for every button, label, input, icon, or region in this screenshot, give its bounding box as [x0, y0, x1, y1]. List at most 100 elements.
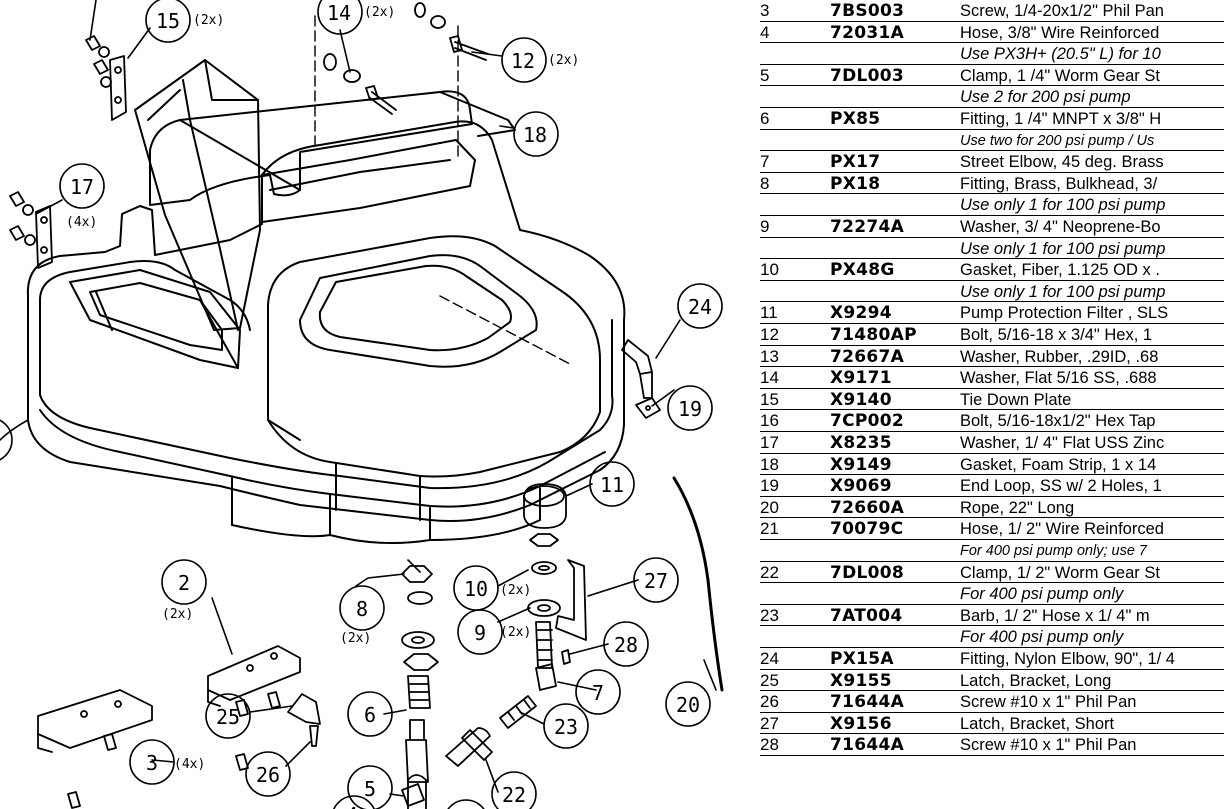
part-number: X9140: [830, 389, 892, 410]
row-divider: [760, 150, 1224, 152]
part-number: PX48G: [830, 260, 895, 281]
callout-qty-12: (2x): [548, 53, 579, 68]
part-number: 71644A: [830, 692, 905, 713]
row-divider: [760, 366, 1224, 368]
row-divider: [760, 582, 1224, 584]
callout-label-14: 14: [327, 1, 351, 25]
item-number: 19: [760, 476, 779, 496]
row-divider: [760, 193, 1224, 195]
part-description: Clamp, 1 /4" Worm Gear St: [960, 66, 1160, 85]
part-description: Washer, Rubber, .29ID, .68: [960, 347, 1159, 366]
row-divider: [760, 711, 1224, 713]
part-description: Hose, 1/ 2" Wire Reinforced: [960, 520, 1164, 539]
callout-label-4: 4: [346, 803, 358, 809]
item-number: 21: [760, 519, 779, 539]
callout-label-2: 2: [178, 571, 190, 595]
row-divider: [760, 409, 1224, 411]
callout-qty-9: (2x): [500, 625, 531, 640]
item-number: 10: [760, 260, 779, 280]
part-description: Bolt, 5/16-18 x 3/4" Hex, 1: [960, 326, 1153, 344]
row-divider: [760, 517, 1224, 519]
part-description: Pump Protection Filter , SLS: [960, 304, 1169, 323]
part-number: 7CP002: [830, 411, 905, 432]
part-description: Tie Down Plate: [960, 390, 1072, 409]
usage-note: For 400 psi pump only: [960, 585, 1124, 604]
item-number: 5: [760, 65, 770, 85]
callout-qty-3: (4x): [174, 757, 205, 772]
callout-label-28: 28: [614, 633, 638, 657]
callout-label-25: 25: [216, 705, 240, 729]
item-number: 25: [760, 670, 779, 690]
item-number: 8: [760, 173, 770, 193]
callout-label-5: 5: [364, 777, 376, 801]
part-number: PX17: [830, 152, 881, 173]
row-divider: [760, 301, 1224, 303]
callout-label-7: 7: [592, 681, 604, 705]
part-number: 7AT004: [830, 605, 903, 626]
row-divider: [760, 474, 1224, 476]
row-divider: [760, 236, 1224, 238]
item-number: 28: [760, 735, 779, 755]
item-number: 4: [760, 22, 770, 42]
part-description: Barb, 1/ 2" Hose x 1/ 4" m: [960, 606, 1150, 625]
row-divider: [760, 647, 1224, 648]
part-description: Washer, 3/ 4" Neoprene-Bo: [960, 218, 1161, 236]
usage-note: Use 2 for 200 psi pump: [960, 88, 1131, 107]
item-number: 27: [760, 713, 779, 733]
callout-label-20: 20: [676, 693, 700, 717]
part-number: X9149: [830, 454, 892, 475]
row-divider: [760, 215, 1224, 216]
row-divider: [760, 539, 1224, 540]
item-number: 14: [760, 368, 779, 388]
part-description: Latch, Bracket, Short: [960, 714, 1115, 733]
row-divider: [760, 323, 1224, 324]
part-number: 7BS003: [830, 1, 905, 21]
item-number: 12: [760, 325, 779, 344]
row-divider: [760, 279, 1224, 281]
item-number: 20: [760, 497, 779, 517]
table-row: Use only 1 for 100 psi pump: [760, 239, 1224, 259]
part-description: Clamp, 1/ 2" Worm Gear St: [960, 563, 1160, 582]
usage-note: Use PX3H+ (20.5" L) for 10: [960, 45, 1161, 64]
table-row: Use two for 200 psi pump / Us: [760, 131, 1224, 151]
part-number: 7DL008: [830, 562, 905, 583]
table-row: Use PX3H+ (20.5" L) for 10: [760, 44, 1224, 64]
row-divider: [760, 387, 1224, 389]
part-description: Fitting, Nylon Elbow, 90", 1/ 4: [960, 650, 1175, 668]
callout-label-27: 27: [644, 569, 668, 593]
item-number: 22: [760, 562, 779, 582]
leader-lines: [0, 0, 717, 797]
callout-label-18: 18: [523, 123, 547, 147]
row-divider: [760, 20, 1224, 22]
part-number: PX18: [830, 173, 881, 194]
usage-note: Use only 1 for 100 psi pump: [960, 239, 1166, 258]
usage-note: Use two for 200 psi pump / Us: [960, 132, 1155, 149]
table-row: Use 2 for 200 psi pump: [760, 87, 1224, 107]
callout-label-11: 11: [600, 473, 624, 497]
table-row: For 400 psi pump only: [760, 584, 1224, 604]
callout-label-26: 26: [256, 763, 280, 787]
callout-qty-17: (4x): [66, 215, 97, 230]
row-divider: [760, 344, 1224, 346]
hardware-parts: [9, 2, 724, 809]
table-row: 22 7DL008 Clamp, 1/ 2" Worm Gear St: [760, 563, 1224, 583]
row-divider: [760, 258, 1224, 260]
part-number: X9171: [830, 368, 892, 389]
table-row: 8 PX18 Fitting, Brass, Bulkhead, 3/: [760, 174, 1224, 194]
part-number: PX15A: [830, 649, 894, 669]
part-description: Fitting, Brass, Bulkhead, 3/: [960, 174, 1158, 193]
